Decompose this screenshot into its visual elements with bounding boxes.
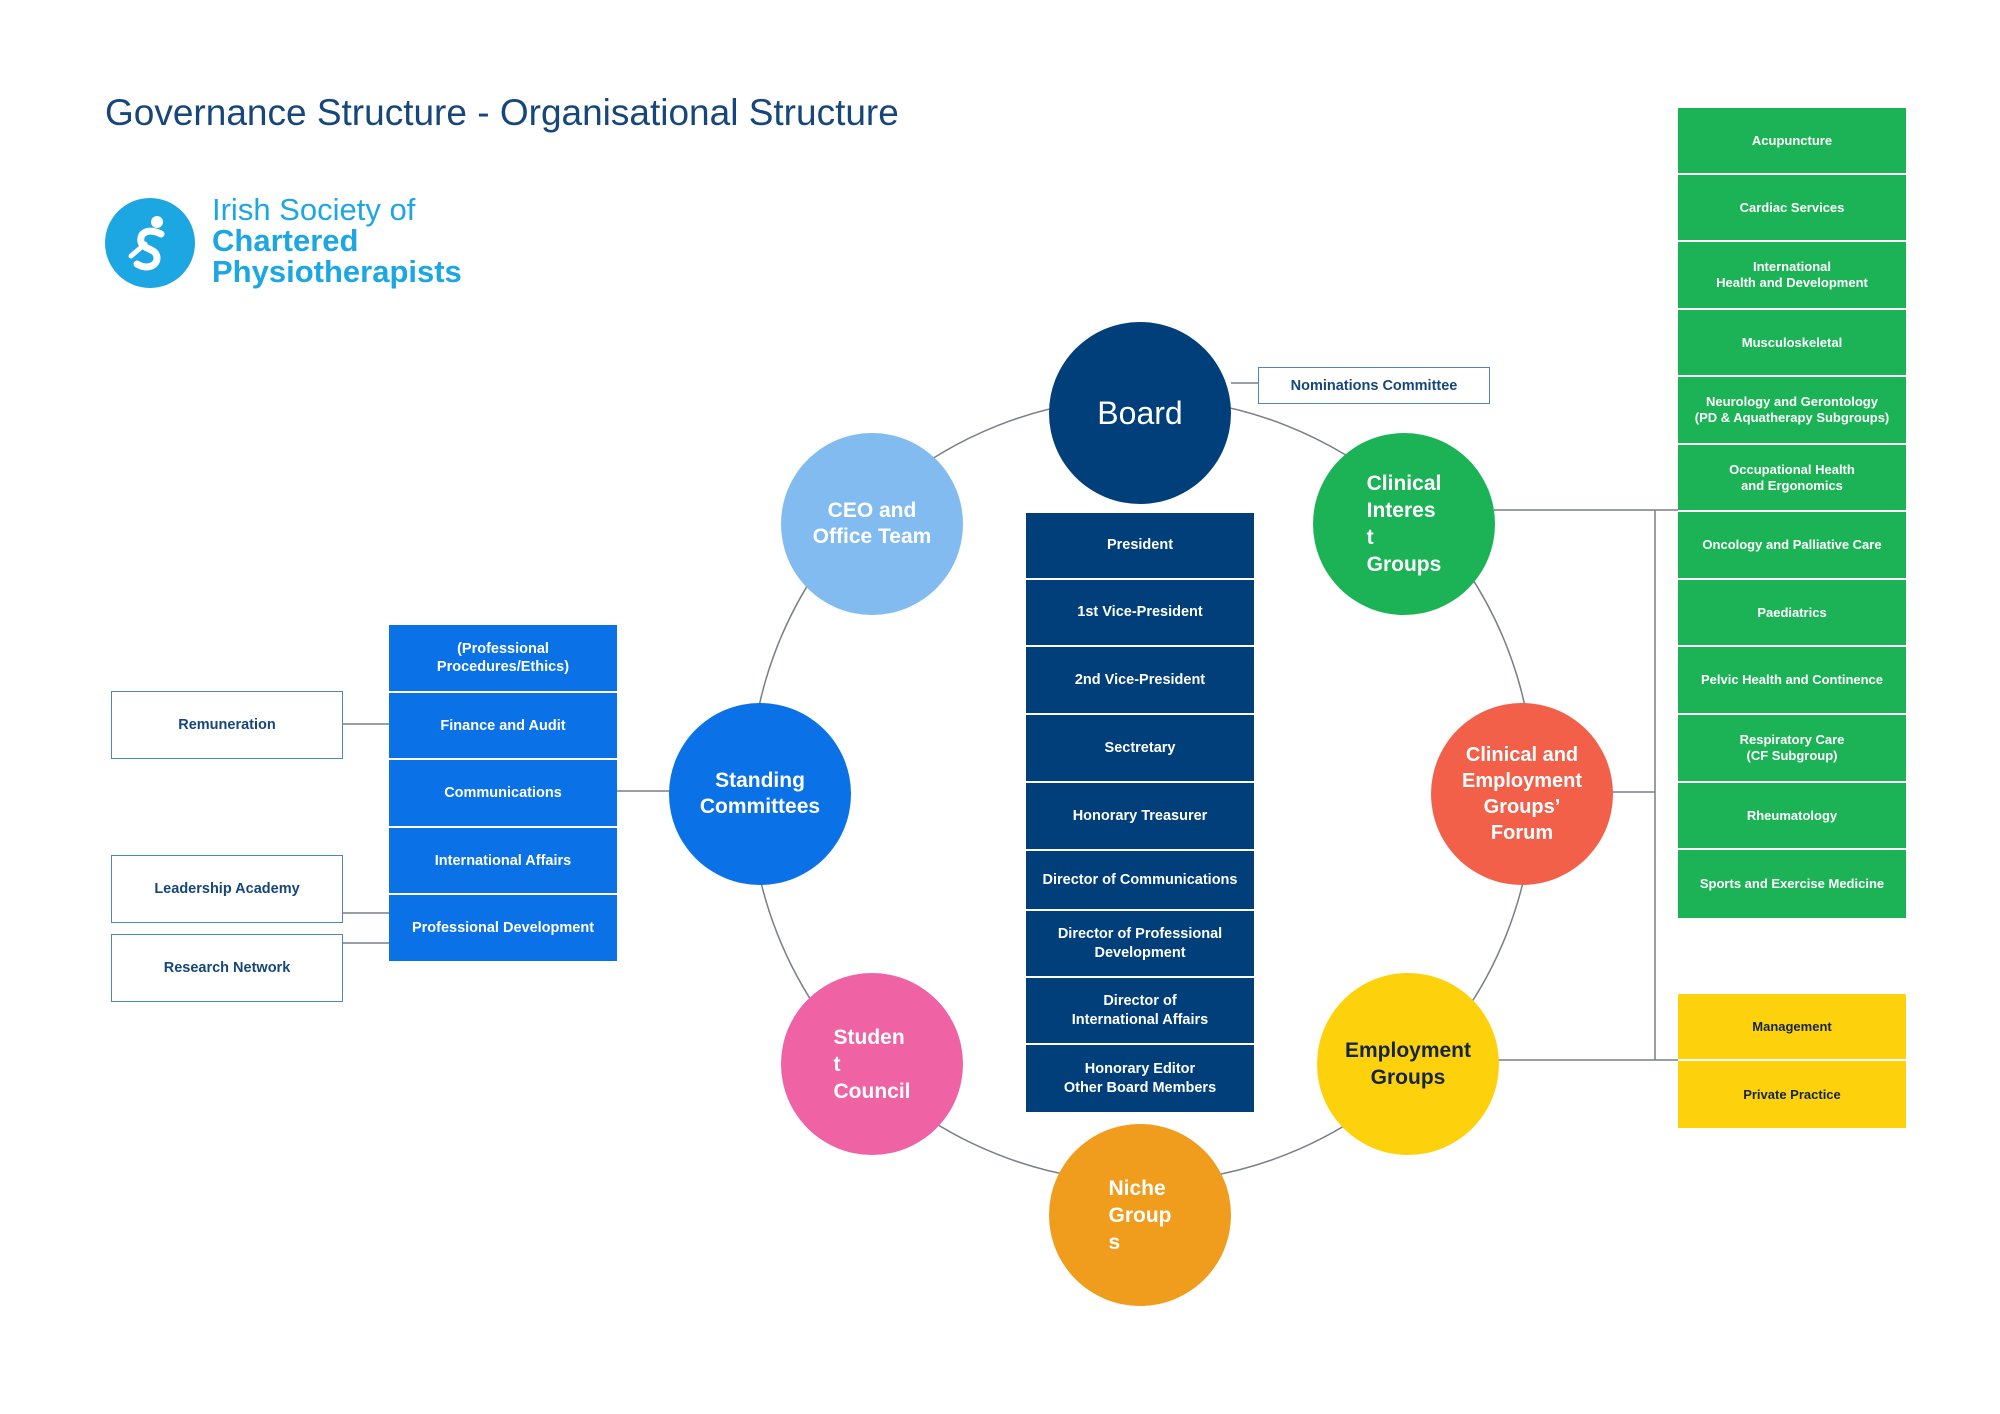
node-standing-committees[interactable]: Standing Committees [669,703,851,885]
nominations-committee-box[interactable]: Nominations Committee [1258,367,1490,404]
node-student-council[interactable]: Studen t Council [781,973,963,1155]
remuneration-box[interactable]: Remuneration [111,691,343,759]
cig-respiratory-care[interactable]: Respiratory Care (CF Subgroup) [1678,715,1906,783]
committee-professional-procedures-ethics[interactable]: (Professional Procedures/Ethics) [389,625,617,693]
node-employment-label: Employment Groups [1344,1039,1472,1089]
board-role-president[interactable]: President [1026,513,1254,580]
node-board[interactable]: Board [1049,322,1231,504]
committee-finance-audit[interactable]: Finance and Audit [389,693,617,760]
employment-group-management[interactable]: Management [1678,994,1906,1061]
board-role-1st-vice-president[interactable]: 1st Vice-President [1026,580,1254,647]
logo-line-3: Physiotherapists [212,254,462,289]
page-title: Governance Structure - Organisational St… [105,92,899,133]
research-network-box[interactable]: Research Network [111,934,343,1002]
employment-group-private-practice[interactable]: Private Practice [1678,1061,1906,1128]
node-standing-label: Standing Committees [699,769,821,818]
node-clinical-employment-forum[interactable]: Clinical and Employment Groups’ Forum [1431,703,1613,885]
cig-sports-exercise-medicine[interactable]: Sports and Exercise Medicine [1678,850,1906,918]
cig-acupuncture[interactable]: Acupuncture [1678,108,1906,175]
node-clinical-interest-groups[interactable]: Clinical Interes t Groups [1313,433,1495,615]
cig-musculoskeletal[interactable]: Musculoskeletal [1678,310,1906,377]
node-forum-label: Clinical and Employment Groups’ Forum [1461,744,1583,844]
cig-pelvic-health[interactable]: Pelvic Health and Continence [1678,647,1906,715]
cig-rheumatology[interactable]: Rheumatology [1678,783,1906,850]
board-role-director-communications[interactable]: Director of Communications [1026,851,1254,911]
node-niche-label: Niche Group s [1108,1176,1172,1254]
node-cig-label: Clinical Interes t Groups [1366,472,1442,576]
committee-international-affairs[interactable]: International Affairs [389,828,617,895]
cig-oncology-palliative[interactable]: Oncology and Palliative Care [1678,512,1906,580]
board-role-honorary-treasurer[interactable]: Honorary Treasurer [1026,783,1254,851]
cig-neurology-gerontology[interactable]: Neurology and Gerontology (PD & Aquather… [1678,377,1906,445]
logo-line-2: Chartered [212,223,359,258]
node-niche-groups[interactable]: Niche Group s [1049,1124,1231,1306]
logo-runner-icon [105,198,195,288]
node-employment-groups[interactable]: Employment Groups [1317,973,1499,1155]
board-role-2nd-vice-president[interactable]: 2nd Vice-President [1026,647,1254,715]
logo-wordmark: Irish Society of Chartered Physiotherapi… [212,194,462,287]
board-role-honorary-editor[interactable]: Honorary Editor Other Board Members [1026,1045,1254,1112]
logo-line-1: Irish Society of [212,192,416,227]
board-role-director-international-affairs[interactable]: Director of International Affairs [1026,978,1254,1045]
node-board-label: Board [1097,394,1183,431]
committee-professional-development[interactable]: Professional Development [389,895,617,961]
cig-cardiac-services[interactable]: Cardiac Services [1678,175,1906,242]
node-ceo-office-team[interactable]: CEO and Office Team [781,433,963,615]
cig-occupational-health[interactable]: Occupational Health and Ergonomics [1678,445,1906,512]
cig-international-health[interactable]: International Health and Development [1678,242,1906,310]
cig-paediatrics[interactable]: Paediatrics [1678,580,1906,647]
committee-communications[interactable]: Communications [389,760,617,828]
board-role-secretary[interactable]: Sectretary [1026,715,1254,783]
node-student-label: Studen t Council [833,1025,911,1103]
node-ceo-label: CEO and Office Team [812,499,932,548]
leadership-academy-box[interactable]: Leadership Academy [111,855,343,923]
board-role-director-professional-development[interactable]: Director of Professional Development [1026,911,1254,978]
